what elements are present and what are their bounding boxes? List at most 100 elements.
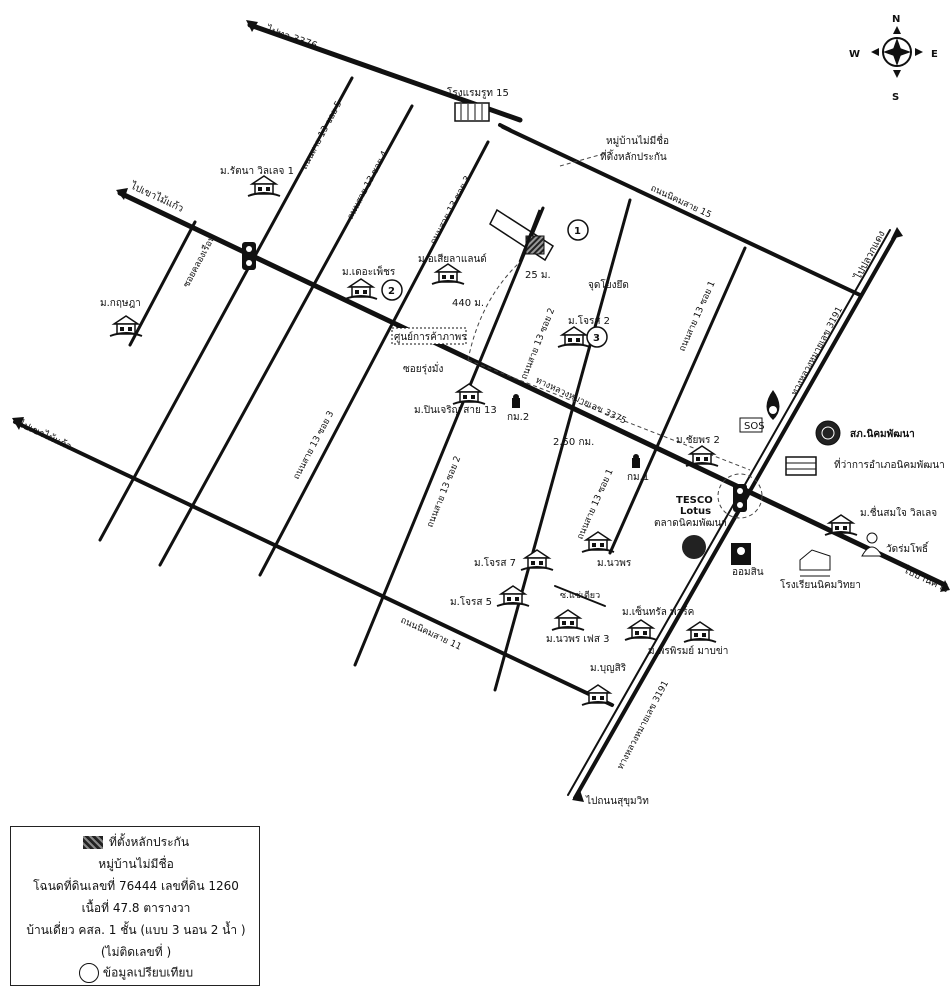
label-soi2-low: ถนนสาย 13 ซอย 2 (426, 455, 464, 529)
label-the-ocean: ม.เดอะเพ็ชร (342, 264, 396, 278)
label-napon: ม.นวพร (597, 558, 632, 569)
road-nikhom11 (13, 420, 614, 707)
label-chorot5: ม.โจรส 5 (450, 595, 492, 608)
marker-2: 2 (388, 286, 395, 297)
tesco-bottom: Lotus (680, 506, 711, 517)
temple-icon (861, 532, 883, 557)
label-soi-ruang: ซอยรุ่งมั่ง (403, 361, 443, 375)
road-soi5 (98, 76, 354, 542)
house-icon (624, 619, 658, 641)
label-savings-bank: ออมสิน (732, 567, 764, 578)
label-chorot2: ม.โจรส 2 (568, 314, 610, 327)
marker-3: 3 (593, 333, 600, 344)
legend-village: หมู่บ้านไม่มีชื่อ (98, 857, 174, 871)
circle-marker-icon (78, 963, 99, 983)
label-soi2-mid: ถนนสาย 13 ซอย 2 (520, 307, 558, 381)
sos-icon (739, 417, 763, 433)
labels: ไปทล.3376 ไปเขาไม้แก้ว ไปเขาไม้แก้ว ไปปล… (16, 23, 950, 807)
house-icon (344, 278, 378, 300)
landmark-icons: TESCO Lotus (676, 390, 883, 577)
label-km2: กม.2 (507, 412, 529, 423)
label-soi3-top: ถนนสาย 13 ซอย 3 (429, 174, 474, 246)
label-rattana: ม.รัตนา วิลเลจ 1 (220, 166, 294, 177)
label-to-khao-left: ไปเขาไม้แก้ว (16, 417, 74, 452)
label-hwy3191-low: ทางหลวงหมายเลข 3191 (616, 679, 671, 771)
police-seal-icon (815, 420, 841, 446)
roads (13, 22, 948, 800)
legend-no-number: (ไม่ติดเลขที่ ) (100, 945, 172, 959)
traffic-light-left (242, 242, 256, 270)
legend-house: บ้านเดี่ยว คสล. 1 ชั้น (แบบ 3 นอน 2 น้ำ … (26, 923, 246, 937)
label-sos: SOS (744, 421, 765, 432)
compare-markers: 1 2 3 (381, 219, 608, 348)
house-icon (520, 549, 554, 571)
district-office-icon (785, 456, 817, 476)
road-hwy3191-b (567, 229, 891, 796)
hotel-icon (454, 102, 490, 122)
road-hwy3191 (573, 231, 899, 800)
road-soi2-low (493, 198, 632, 692)
road-arrows (12, 20, 950, 802)
label-d25: 25 ม. (525, 270, 551, 281)
road-nikhom15 (501, 125, 862, 297)
label-check-point: จุดโยงยึด (588, 278, 629, 291)
hatch-swatch-icon (82, 836, 103, 849)
label-pinchaloen: ม.ปินเจริญ สาย 13 (414, 405, 497, 416)
house-icon (452, 383, 486, 405)
label-chorot7: ม.โจรส 7 (474, 556, 516, 569)
label-to-ban-khai: ไปบ้านค่าย (901, 563, 950, 595)
road-soi1 (608, 246, 747, 555)
label-collateral-site: ที่ตั้งหลักประกัน (600, 149, 667, 163)
label-shopping-center: ศูนย์การค้าภาพร (394, 331, 467, 343)
road-soi2 (353, 206, 545, 667)
label-to-sukhumvit: ไปถนนสุขุมวิท (585, 795, 649, 807)
compass-s: S (892, 92, 899, 103)
label-district-office: ที่ว่าการอำเภอนิคมพัฒนา (834, 457, 945, 471)
legend-row-collateral: ที่ตั้งหลักประกัน (11, 833, 261, 852)
legend-area: เนื้อที่ 47.8 ตารางวา (81, 901, 191, 915)
label-nikhom-market: ตลาดนิคมพัฒนา (654, 518, 727, 529)
road-soi3 (258, 140, 490, 577)
legend-compare: ข้อมูลเปรียบเทียบ (102, 965, 194, 980)
house-icon (247, 175, 281, 197)
label-sae-iao: ซ.แซ่เตียว (560, 590, 600, 601)
traffic-light-right (733, 484, 747, 512)
label-chaiphon2: ม.ชัยพร 2 (676, 435, 720, 446)
tesco-top: TESCO (676, 495, 713, 506)
marker-1: 1 (574, 226, 581, 237)
label-km1: กม.1 (627, 472, 649, 483)
school-icon (799, 549, 831, 577)
house-icon (551, 609, 585, 631)
label-asia-land: ม.อเสียลาแลนด์ (418, 253, 487, 265)
ptt-drop-icon (766, 390, 780, 420)
label-temple: วัดร่มโพธิ์ (886, 541, 930, 555)
compass-n: N (892, 14, 900, 25)
label-to-tk3376: ไปทล.3376 (264, 23, 319, 52)
label-soi4: ถนนสาย 13 ซอย 4 (346, 149, 391, 221)
house-icon (431, 263, 465, 285)
legend-box: ที่ตั้งหลักประกัน หมู่บ้านไม่มีชื่อ โฉนด… (10, 826, 260, 986)
compass-rose: N S W E (849, 14, 938, 103)
label-khlong-ruean: ซอยคลองเรือน (181, 233, 218, 289)
label-police: สภ.นิคมพัฒนา (850, 428, 915, 440)
road-sae-iao (554, 585, 606, 607)
label-phonphirom: ม.พรพิรมย์ มาบข่า (648, 645, 728, 657)
legend-row-compare: ข้อมูลเปรียบเทียบ (11, 963, 261, 983)
label-soi1-right: ถนนสาย 13 ซอย 1 (678, 280, 718, 354)
road-khlong-ruean (128, 220, 197, 347)
road-soi4 (158, 104, 414, 567)
label-hotel: โรงแรมรูท 15 (447, 86, 509, 99)
label-unnamed-village: หมู่บ้านไม่มีชื่อ (606, 133, 669, 147)
house-icon (557, 326, 591, 348)
label-soi1-low: ถนนสาย 13 ซอย 1 (576, 468, 616, 542)
compass-w: W (849, 49, 860, 60)
km-marker-icons (512, 394, 640, 468)
label-kritsada: ม.กฤษฎา (100, 298, 141, 309)
route-dashes (467, 151, 763, 519)
market-icon (682, 535, 706, 559)
label-d440: 440 ม. (452, 298, 484, 309)
legend-deed: โฉนดที่ดินเลขที่ 76444 เลขที่ดิน 1260 (33, 879, 239, 893)
road-hwy3375 (117, 190, 948, 588)
label-central-park: ม.เซ็นทรัล พาร์ค (622, 604, 694, 618)
